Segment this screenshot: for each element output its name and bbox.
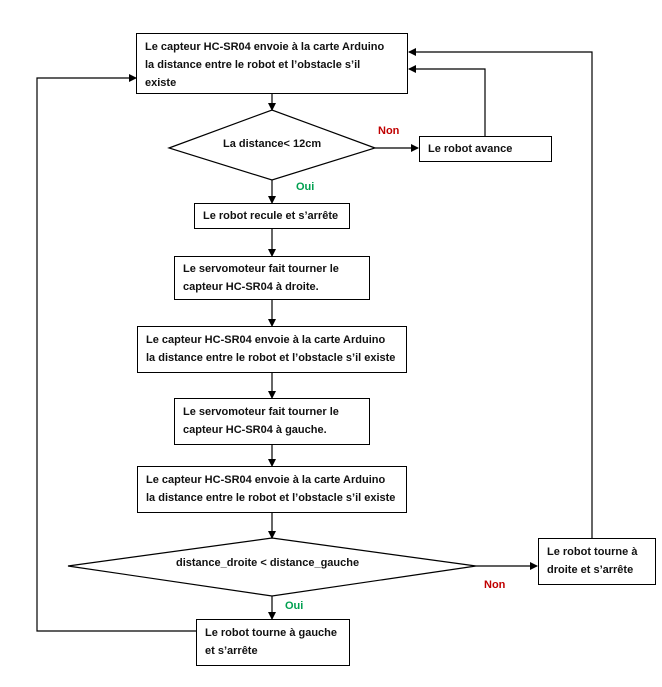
step-sensor-start-line-2: la distance entre le robot et l’obstacle…	[145, 59, 361, 71]
step-servo-left-line-1: Le servomoteur fait tourner le	[183, 406, 339, 418]
step-turn-left-line-2: et s’arrête	[205, 645, 258, 657]
step-turn-right: Le robot tourne à droite et s’arrête	[538, 538, 656, 585]
step-servo-right-line-2: capteur HC-SR04 à droite.	[183, 281, 319, 293]
step-turn-right-line-1: Le robot tourne à	[547, 546, 638, 558]
step-sensor-start-line-1: Le capteur HC-SR04 envoie à la carte Ard…	[145, 41, 385, 53]
step-sensor-left-line-2: la distance entre le robot et l’obstacle…	[146, 492, 396, 504]
step-advance-label: Le robot avance	[428, 143, 513, 155]
step-sensor-right-line-2: la distance entre le robot et l’obstacle…	[146, 352, 396, 364]
step-sensor-start: Le capteur HC-SR04 envoie à la carte Ard…	[136, 33, 408, 94]
label-no-distance: Non	[378, 125, 400, 137]
step-servo-left-line-2: capteur HC-SR04 à gauche.	[183, 424, 327, 436]
arrow-turn-left-loop	[36, 74, 196, 632]
label-no-compare: Non	[484, 579, 506, 591]
label-yes-distance: Oui	[296, 181, 315, 193]
step-servo-right-line-1: Le servomoteur fait tourner le	[183, 263, 339, 275]
label-yes-compare: Oui	[285, 600, 304, 612]
step-sensor-right-line-1: Le capteur HC-SR04 envoie à la carte Ard…	[146, 334, 386, 346]
step-turn-right-line-2: droite et s’arrête	[547, 564, 634, 576]
arrow-turn-right-loop	[408, 48, 593, 538]
arrow-advance-loop	[408, 65, 486, 136]
step-sensor-start-line-3: existe	[145, 77, 177, 89]
step-reverse: Le robot recule et s’arrête	[194, 203, 350, 229]
step-sensor-right: Le capteur HC-SR04 envoie à la carte Ard…	[137, 326, 407, 373]
step-turn-left-line-1: Le robot tourne à gauche	[205, 627, 338, 639]
step-reverse-label: Le robot recule et s’arrête	[203, 210, 339, 222]
step-advance: Le robot avance	[419, 136, 552, 162]
step-turn-left: Le robot tourne à gauche et s’arrête	[196, 619, 350, 666]
decision-distance-text: La distance< 12cm	[223, 138, 322, 150]
step-sensor-left: Le capteur HC-SR04 envoie à la carte Ard…	[137, 466, 407, 513]
step-sensor-left-line-1: Le capteur HC-SR04 envoie à la carte Ard…	[146, 474, 386, 486]
decision-compare-text: distance_droite < distance_gauche	[176, 557, 360, 569]
step-servo-right: Le servomoteur fait tourner le capteur H…	[174, 256, 370, 300]
step-servo-left: Le servomoteur fait tourner le capteur H…	[174, 398, 370, 445]
